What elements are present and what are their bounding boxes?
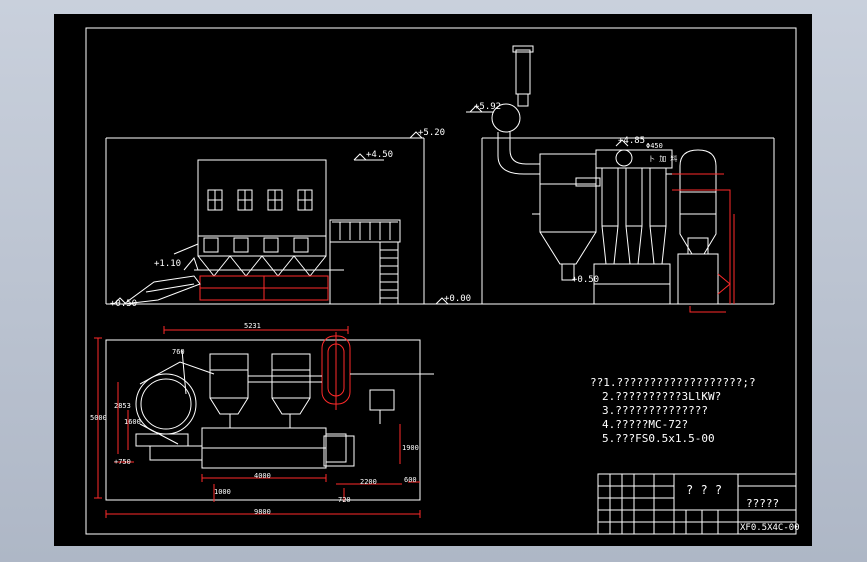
dim-phi-450: Φ450	[646, 142, 663, 150]
spray-tower	[679, 149, 717, 255]
drawing-sheet: +5.20 +4.50 +5.92 +4.85 +1.10 +0.50 +0.0…	[54, 14, 812, 546]
dim-760: 760	[172, 348, 185, 356]
dim-600: 600	[404, 476, 417, 484]
elev-label-520: +5.20	[418, 128, 446, 138]
dim-4000: 4000	[254, 472, 271, 480]
dim-2200: 2200	[360, 478, 377, 486]
title-block-title: ?????	[746, 497, 780, 510]
elev-label-110: +1.10	[154, 259, 182, 269]
dryer-upper-body	[197, 159, 327, 237]
note-3: 3.??????????????	[602, 404, 708, 417]
dim-720: 720	[338, 496, 351, 504]
elev-label-000: +0.00	[444, 294, 472, 304]
feeder-label: 卜 加 料	[648, 155, 678, 163]
note-1: ??1.???????????????????;?	[590, 376, 756, 389]
dim-5000: 5000	[90, 414, 107, 422]
cyclone-elevation	[434, 45, 775, 313]
bag-filter	[539, 153, 597, 233]
drum-outer	[135, 373, 197, 435]
fan-row	[197, 235, 327, 257]
title-block-company: ? ? ?	[686, 483, 723, 497]
elev-label-450: +4.50	[366, 150, 394, 160]
cyclone-2	[625, 167, 643, 227]
dim-2853: 2853	[114, 402, 131, 410]
cyclone-3	[649, 167, 667, 227]
elev-label-592: +5.92	[474, 102, 502, 112]
dim-1600: 1600	[124, 418, 141, 426]
elev-label-050: +0.50	[110, 299, 138, 309]
drawing-canvas	[85, 27, 797, 535]
title-block	[597, 473, 797, 535]
inner-frame	[85, 27, 797, 535]
dim-5231: 5231	[244, 322, 261, 330]
plan-view	[94, 326, 434, 518]
elev-label-050b: +0.50	[572, 275, 600, 285]
dim-750: +750	[114, 458, 131, 466]
elev-label-485: +4.85	[618, 136, 646, 146]
dim-9800: 9800	[254, 508, 271, 516]
dim-1000: 1000	[214, 488, 231, 496]
note-5: 5.???FS0.5x1.5-00	[602, 432, 715, 445]
dryer-elevation	[105, 131, 494, 305]
dim-1900: 1900	[402, 444, 419, 452]
cyclone-1	[601, 167, 619, 227]
technical-notes: ??1.???????????????????;? 2.??????????3L…	[590, 376, 756, 446]
note-4: 4.?????MC-72?	[602, 418, 689, 431]
note-2: 2.??????????3LlKW?	[602, 390, 722, 403]
exhaust-fan	[491, 103, 521, 133]
title-block-code: XF0.5X4C-00	[740, 523, 800, 533]
